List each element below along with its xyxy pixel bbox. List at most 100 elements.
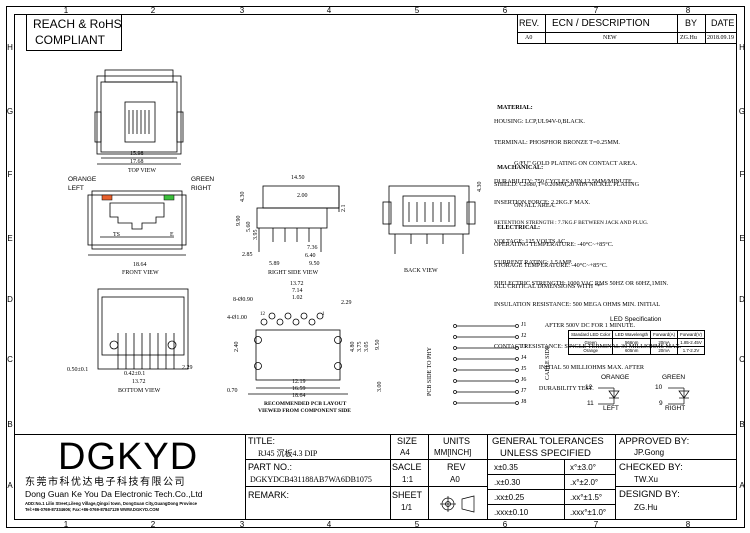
grid-row-label: A	[739, 481, 745, 490]
right-dim: 9.50	[309, 261, 320, 267]
grid-row-label: B	[739, 420, 745, 429]
pcb-dim: 2.40	[234, 341, 240, 353]
grid-row-label: G	[6, 107, 14, 116]
schematic-pin: J6	[521, 377, 527, 383]
top-view-drawing	[94, 69, 184, 165]
front-pin-right: E	[170, 232, 174, 238]
pcb-caption-line2: VIEWED FROM COMPONENT SIDE	[258, 408, 351, 414]
right-dim: 4.30	[240, 191, 246, 203]
grid-col-label: 4	[326, 6, 332, 15]
top-view-caption: TOP VIEW	[128, 168, 157, 174]
spec-line: VOLTAGE: 125 VOLTS AC.	[494, 238, 567, 245]
grid-row-label: B	[7, 420, 13, 429]
spec-line: TERMINAL: PHOSPHOR BRONZE T=0.25MM.	[494, 139, 620, 146]
grid-row-label: F	[739, 170, 745, 179]
tolerance-linear: .xxx±0.10	[494, 508, 529, 517]
date-value: 2018.09.19	[707, 35, 734, 41]
led-cell: Orange	[567, 346, 614, 355]
company-contact: Tel:+86-0769-87334606; Fax:+86-0769-8784…	[25, 507, 159, 512]
green-led-side: RIGHT	[665, 405, 686, 412]
bottom-view-caption: BOTTOM VIEW	[118, 388, 161, 394]
pcb-dim: 8-Ø0.90	[233, 297, 253, 303]
pcb-dim: 9.50	[375, 339, 381, 351]
front-view-caption: FRONT VIEW	[122, 270, 159, 276]
compliance-box: REACH & RoHS COMPLIANT	[26, 14, 122, 51]
grid-col-label: 4	[326, 520, 332, 529]
front-led-right-side: RIGHT	[191, 185, 212, 192]
back-dim-height: 4.30	[477, 181, 483, 193]
led-header: Standard LED Color	[567, 330, 614, 339]
spec-line: INSERTION FORCE: 2.2KG.F MAX.	[494, 199, 591, 206]
units-label: UNITS	[443, 436, 470, 446]
led-cell: 1.85-2.45V	[677, 338, 706, 347]
grid-row-label: E	[7, 234, 13, 243]
tolerance-angular: .xx°±1.5°	[570, 493, 603, 502]
scale-label: SACLE	[392, 462, 422, 472]
front-led-right-color: GREEN	[191, 176, 215, 183]
rev-header: REV.	[519, 18, 540, 28]
spec-line: CURRENT RATING: 1.5AMP.	[494, 259, 573, 266]
led-cell: 1.7-2.2V	[677, 346, 706, 355]
pcb-dim: 12	[260, 312, 265, 317]
led-cell: 566nm	[612, 338, 652, 347]
part-no-value: DGKYDCB431188AB7WA6DB1075	[250, 475, 372, 484]
remark-label: REMARK:	[248, 490, 290, 500]
pcb-dim: 4.80	[350, 341, 356, 353]
company-address: ADD:No.1 Lilin Street,Lileng Village,Qin…	[25, 501, 198, 506]
spec-line: G/FU" GOLD PLATING ON CONTACT AREA.	[494, 160, 638, 167]
schematic-pin: J4	[521, 355, 527, 361]
ecn-value: NEW	[603, 35, 617, 41]
right-dim: 5.89	[269, 261, 280, 267]
front-led-left-color: ORANGE	[68, 176, 97, 183]
grid-col-label: 8	[685, 6, 691, 15]
led-diode-symbols	[598, 387, 690, 405]
schematic-pin: J1	[521, 322, 527, 328]
company-logo: DGKYD	[58, 436, 199, 478]
front-led-green	[163, 194, 175, 201]
electrical-title: ELECTRICAL:	[497, 224, 541, 231]
grid-row-label: G	[738, 107, 746, 116]
orange-led-pin-a: 12	[585, 384, 593, 391]
sheet-value: 1/1	[401, 503, 413, 512]
grid-col-label: 7	[593, 520, 599, 529]
tolerance-angular: .xxx°±1.0°	[570, 508, 607, 517]
led-spec-title: LED Specification	[610, 316, 662, 323]
orange-led-side: LEFT	[603, 405, 619, 412]
grid-col-label: 5	[414, 520, 420, 529]
spec-line: SHIELD: C2680,T=0.20MM,20 MIN NICKEL PLA…	[494, 181, 640, 188]
pcb-dim: 7.14	[292, 288, 303, 294]
spec-line: INSULATION RESISTANCE: 500 MEGA OHMS MIN…	[494, 301, 661, 308]
right-dim: 14.50	[291, 175, 305, 181]
grid-col-label: 7	[593, 6, 599, 15]
grid-row-label: D	[739, 295, 745, 304]
tolerance-linear: .x±0.30	[494, 478, 521, 487]
green-led-pin-k: 9	[659, 400, 663, 407]
led-header: Forward(V)	[677, 330, 706, 339]
company-name-en: Dong Guan Ke You Da Electronic Tech.Co.,…	[25, 489, 203, 499]
spec-line: DIELECTRIC STRENGTH: 1000 VAC RMS 50HZ O…	[494, 280, 669, 287]
tolerance-angular: .x°±2.0°	[570, 478, 599, 487]
grid-col-label: 2	[150, 6, 156, 15]
led-spec-table: Standard LED Color LED Wavelength Forwar…	[567, 330, 706, 355]
back-view-caption: BACK VIEW	[404, 268, 438, 274]
ecn-header: ECN / DESCRIPTION	[552, 18, 650, 29]
pcb-side-label: PCB SIDE TO PHY	[427, 347, 433, 396]
approved-label: APPROVED BY:	[619, 436, 690, 447]
tolerance-linear: x±0.35	[494, 463, 518, 472]
schematic-pin: J2	[521, 333, 527, 339]
front-view-drawing	[87, 190, 187, 256]
pin-schematic-drawing	[453, 324, 519, 405]
top-view-dim: 15.98	[130, 151, 144, 157]
rev-label: REV	[447, 462, 466, 472]
tolerance-title2: UNLESS SPECIFIED	[500, 448, 591, 459]
top-view-dim: 17.68	[130, 159, 144, 165]
schematic-pin: J5	[521, 366, 527, 372]
led-cell: 20mA	[650, 346, 679, 355]
schematic-pin: J7	[521, 388, 527, 394]
spec-line: ON ALL AREA.	[494, 202, 556, 209]
pcb-dim: 3.75	[357, 341, 363, 353]
scale-value: 1:1	[402, 475, 414, 484]
bottom-dim: 0.42±0.1	[124, 371, 146, 377]
checked-label: CHECKED BY:	[619, 462, 683, 473]
spec-line: STORAGE TEMPERATURE: -40°C~+85°C.	[494, 262, 608, 269]
